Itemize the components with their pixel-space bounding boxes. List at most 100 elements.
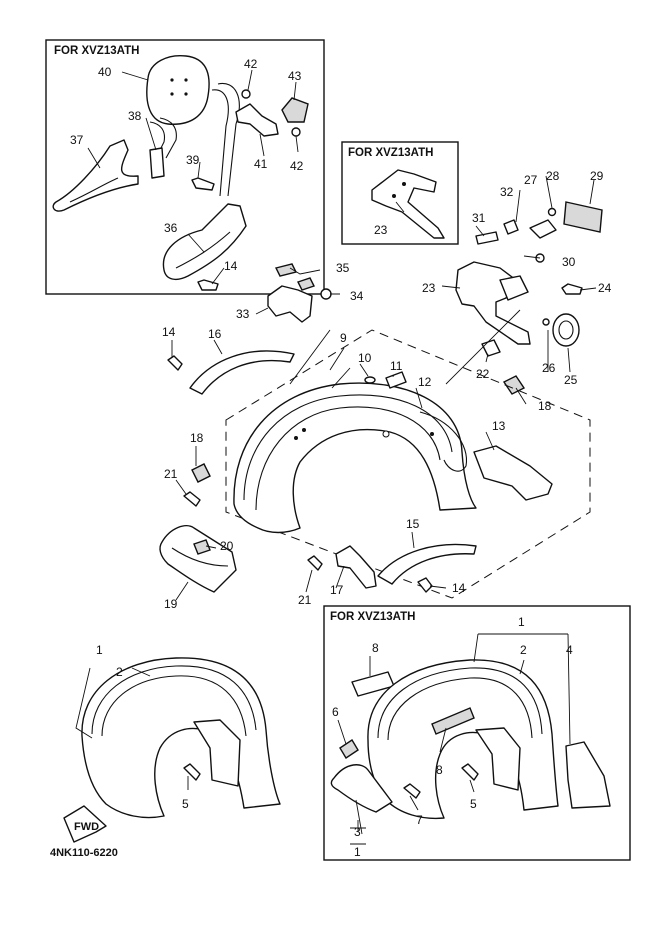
rear-fender-assembly	[159, 263, 591, 599]
rear-fender	[233, 382, 477, 534]
callout: 33	[236, 307, 250, 321]
callout: 38	[128, 109, 142, 123]
label-8b	[431, 707, 475, 735]
reflector-25	[552, 313, 580, 347]
callout: 42	[290, 159, 304, 173]
backrest-box-title: FOR XVZ13ATH	[54, 45, 139, 57]
bolt-34	[320, 288, 332, 300]
callout: 2	[520, 643, 527, 657]
bolt-14b	[167, 355, 183, 371]
side-plate-right	[162, 203, 247, 281]
flap-12	[419, 411, 468, 472]
bolt-21a	[183, 491, 201, 507]
callout: 7	[416, 813, 423, 827]
leader-lines	[75, 69, 597, 835]
callout: 17	[330, 583, 344, 597]
bolt-39	[191, 177, 215, 191]
fwd-arrow-icon	[63, 805, 107, 843]
bracket-box: FOR XVZ13ATH	[341, 141, 459, 245]
damper-22	[481, 339, 501, 357]
cushion-35b	[297, 277, 315, 291]
lower-fender-19	[159, 524, 237, 593]
callout: 31	[472, 211, 486, 225]
stay-standard	[193, 719, 241, 787]
callout: 37	[70, 133, 84, 147]
callout: 6	[332, 705, 339, 719]
mud-flap-13	[473, 445, 553, 501]
backrest-tube	[149, 82, 240, 197]
license-assembly	[455, 201, 603, 395]
callout: 18	[190, 431, 204, 445]
callout: 42	[244, 57, 258, 71]
callout: 14	[224, 259, 238, 273]
callout: 9	[340, 331, 347, 345]
damper-18b	[191, 463, 211, 483]
callout: 35	[336, 261, 350, 275]
callout: 18	[538, 399, 552, 413]
callout: 4	[566, 643, 573, 657]
license-light-29	[563, 201, 603, 233]
callout: 41	[254, 157, 268, 171]
callout: 15	[406, 517, 420, 531]
stay-alt	[475, 727, 521, 791]
callouts: 40 42 43 38 37 39 41 42 36 14 35 34 33 2…	[70, 57, 612, 859]
nut-32	[503, 219, 519, 235]
bracket-33	[267, 285, 313, 323]
callout: 8	[436, 763, 443, 777]
bolt-14c	[417, 577, 433, 593]
callout: 5	[182, 797, 189, 811]
callout: 29	[590, 169, 604, 183]
fender-standard	[81, 657, 281, 819]
lower-piece-3	[330, 764, 393, 813]
side-plate-left	[52, 139, 139, 212]
bolt-24	[561, 283, 583, 295]
callout: 12	[418, 375, 432, 389]
bolt-7	[403, 783, 421, 799]
fender-stay-15	[377, 543, 477, 585]
callout: 39	[186, 153, 200, 167]
bolt-42a	[241, 89, 251, 99]
callout: 11	[390, 359, 403, 373]
bracket-17	[335, 545, 377, 589]
callout: 5	[470, 797, 477, 811]
callout: 16	[208, 327, 222, 341]
callout: 23	[422, 281, 436, 295]
bolt-5a	[183, 763, 201, 781]
pin-31	[475, 231, 499, 245]
callout: 14	[162, 325, 176, 339]
assembly-outline	[225, 329, 591, 599]
callout: 8	[372, 641, 379, 655]
diagram-code: 4NK110-6220	[50, 847, 118, 859]
alt-fender-box-title: FOR XVZ13ATH	[330, 611, 415, 623]
fender-stay-16	[189, 350, 295, 395]
alt-fender-box: FOR XVZ13ATH	[323, 605, 631, 861]
callout: 28	[546, 169, 560, 183]
callout: 25	[564, 373, 578, 387]
bracket-box-title: FOR XVZ13ATH	[348, 147, 433, 159]
callout: 21	[298, 593, 312, 607]
clip-27	[529, 219, 557, 239]
fender-alt	[367, 659, 559, 820]
bolt-28	[547, 207, 557, 217]
callout: 43	[288, 69, 302, 83]
license-bracket-23	[455, 261, 531, 345]
bolt-14a	[197, 279, 219, 291]
callout: 23	[374, 223, 388, 237]
callout: 26	[542, 361, 556, 375]
callout: 10	[358, 351, 372, 365]
callout: 34	[350, 289, 364, 303]
callout: 20	[220, 539, 234, 553]
bolt-42b	[291, 127, 301, 137]
callout: 2	[116, 665, 123, 679]
backrest-box: FOR XVZ13ATH	[45, 39, 325, 295]
cap-43	[281, 97, 309, 123]
label-11	[385, 371, 407, 389]
callout: 24	[598, 281, 612, 295]
callout: 22	[476, 367, 490, 381]
callout: 36	[164, 221, 178, 235]
license-bracket-alt	[371, 169, 445, 239]
callout: 19	[164, 597, 178, 611]
callout: 1	[354, 845, 361, 859]
callout: 1	[96, 643, 103, 657]
